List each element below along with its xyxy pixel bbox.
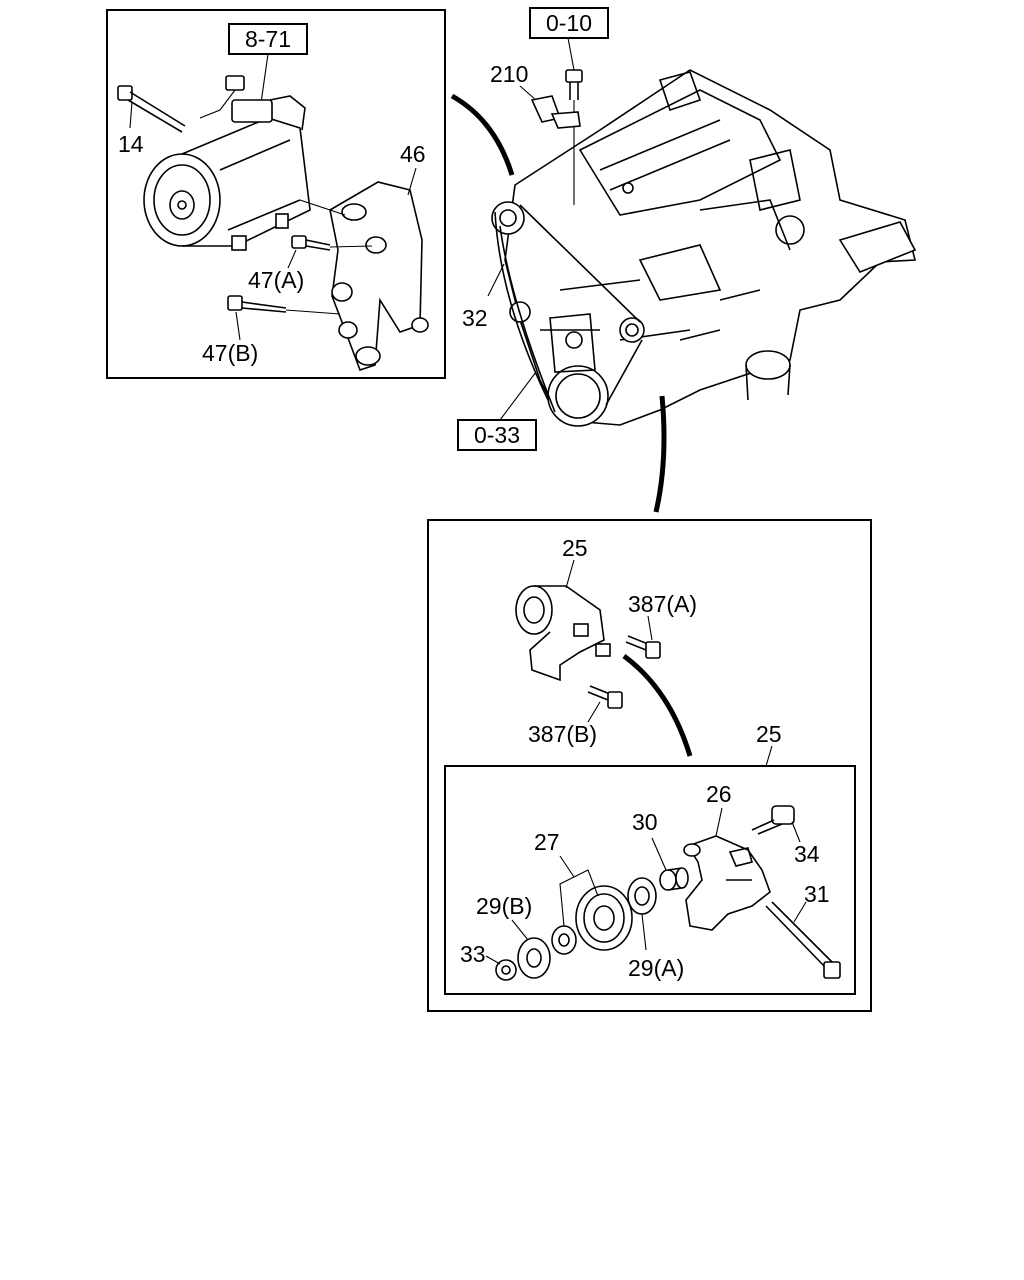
callout-31[interactable]: 31 bbox=[793, 881, 830, 923]
callout-25-top[interactable]: 25 bbox=[562, 535, 588, 589]
ref-0-33-text: 0-33 bbox=[474, 422, 520, 448]
label-25-inset: 25 bbox=[756, 721, 782, 747]
ref-box-0-33[interactable]: 0-33 bbox=[457, 419, 537, 451]
callout-27[interactable]: 27 bbox=[534, 829, 599, 927]
washer-29a-drawing bbox=[627, 877, 657, 915]
tensioner-exploded-frame bbox=[444, 765, 856, 995]
ref-0-10-text: 0-10 bbox=[546, 10, 592, 36]
sleeve-30-drawing bbox=[659, 867, 689, 891]
label-387a: 387(A) bbox=[628, 591, 697, 617]
callout-34[interactable]: 34 bbox=[791, 821, 820, 867]
callout-33[interactable]: 33 bbox=[460, 941, 501, 967]
label-46: 46 bbox=[400, 141, 426, 167]
tensioner-pointer-arc bbox=[653, 395, 667, 513]
callout-32[interactable]: 32 bbox=[462, 263, 505, 331]
compressor-pointer-arc bbox=[450, 93, 515, 176]
ref-box-0-10[interactable]: 0-10 bbox=[529, 7, 609, 39]
label-210: 210 bbox=[490, 61, 528, 87]
label-26: 26 bbox=[706, 781, 732, 807]
label-14: 14 bbox=[118, 131, 144, 157]
callout-387b[interactable]: 387(B) bbox=[528, 701, 601, 747]
callout-210[interactable]: 210 bbox=[490, 61, 537, 101]
callout-29b[interactable]: 29(B) bbox=[476, 893, 532, 941]
label-29b: 29(B) bbox=[476, 893, 532, 919]
bolt-47b-drawing bbox=[227, 295, 341, 315]
label-34: 34 bbox=[794, 841, 820, 867]
callout-47b[interactable]: 47(B) bbox=[202, 311, 258, 366]
bolt-387a-drawing bbox=[625, 635, 661, 659]
label-31: 31 bbox=[804, 881, 830, 907]
callout-26[interactable]: 26 bbox=[706, 781, 732, 837]
label-25-top: 25 bbox=[562, 535, 588, 561]
ac-compressor-drawing bbox=[143, 75, 311, 251]
label-387b: 387(B) bbox=[528, 721, 597, 747]
ref-8-71-text: 8-71 bbox=[245, 26, 291, 52]
label-27: 27 bbox=[534, 829, 560, 855]
callout-46[interactable]: 46 bbox=[400, 141, 426, 196]
bolt-387b-drawing bbox=[587, 685, 623, 709]
callout-29a[interactable]: 29(A) bbox=[628, 913, 684, 981]
callout-25-inset[interactable]: 25 bbox=[756, 721, 782, 767]
label-32: 32 bbox=[462, 305, 488, 331]
label-33: 33 bbox=[460, 941, 486, 967]
callout-387a[interactable]: 387(A) bbox=[628, 591, 697, 641]
bolt-47a-drawing bbox=[291, 235, 373, 251]
label-30: 30 bbox=[632, 809, 658, 835]
compressor-panel-frame bbox=[106, 9, 446, 379]
inset-pointer-arc bbox=[622, 653, 693, 757]
label-47b: 47(B) bbox=[202, 340, 258, 366]
tensioner-assembly-drawing bbox=[515, 585, 611, 682]
pulley-27-drawing bbox=[551, 885, 633, 955]
washer-29b-drawing bbox=[517, 937, 551, 979]
bolt-34-drawing bbox=[751, 805, 795, 835]
callout-30[interactable]: 30 bbox=[632, 809, 667, 871]
ref-box-8-71[interactable]: 8-71 bbox=[228, 23, 308, 55]
nut-33-drawing bbox=[495, 959, 517, 981]
engine-drawing bbox=[491, 69, 917, 427]
tensioner-panel-frame bbox=[427, 519, 872, 1012]
bolt-31-drawing bbox=[765, 901, 841, 979]
bracket-46-drawing bbox=[299, 181, 429, 372]
clip-210-drawing bbox=[530, 95, 581, 129]
label-47a: 47(A) bbox=[248, 267, 304, 293]
tensioner-arm-26-drawing bbox=[683, 835, 771, 931]
bolt-14-drawing bbox=[117, 85, 186, 133]
callout-14[interactable]: 14 bbox=[118, 101, 144, 157]
callout-47a[interactable]: 47(A) bbox=[248, 249, 304, 293]
label-29a: 29(A) bbox=[628, 955, 684, 981]
